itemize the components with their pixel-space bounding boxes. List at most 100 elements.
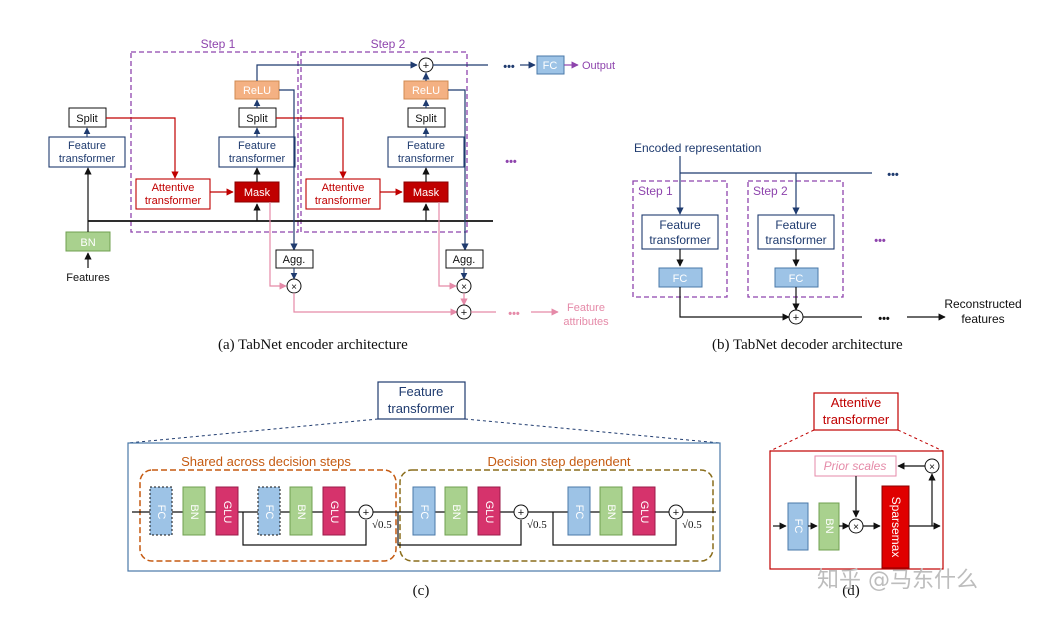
agg1-label: Agg. (283, 254, 306, 266)
at-fc-label: FC (792, 519, 804, 534)
ft-sum-sign-0: + (363, 507, 369, 519)
decoder-panel: Encoded representation ••• Step 1 Step 2… (632, 141, 1022, 326)
att1-line1: Attentive (152, 182, 195, 194)
bn-label: BN (80, 237, 95, 249)
mult2-sign: × (461, 282, 467, 293)
ft-sqrt-2: √0.5 (682, 519, 702, 531)
encoder-panel: Step 1 Step 2 Features BN Feature transf… (48, 37, 615, 328)
agg2-label: Agg. (453, 254, 476, 266)
ft-block-label-8: GLU (483, 501, 495, 524)
ft-block-label-10: BN (605, 504, 617, 519)
recon-line2: features (961, 312, 1004, 326)
recon-line1: Reconstructed (944, 297, 1021, 311)
dft2-line2: transformer (765, 233, 826, 247)
feature-transformer-2 (387, 136, 465, 168)
step1-label: Step 1 (201, 37, 236, 51)
ft0-line1: Feature (68, 140, 106, 152)
ft-block-fc-0 (149, 486, 173, 536)
at-zoom-right (897, 429, 944, 452)
ft-block-label-0: FC (155, 505, 167, 520)
sparsemax-label: Sparsemax (889, 497, 903, 558)
attentive-transformer-1 (135, 178, 211, 210)
arrow-mult1-sum (293, 293, 458, 316)
ft-block-bn-10 (599, 486, 623, 536)
ft1-line2: transformer (229, 153, 286, 165)
arrow-split0-att1 (106, 117, 179, 179)
at-detail-title-box (813, 392, 899, 431)
ft-block-label-5: GLU (328, 501, 340, 524)
sum-output-sign: + (423, 60, 429, 72)
mask1-label: Mask (244, 187, 271, 199)
dfc1-label: FC (673, 273, 688, 285)
dec-step1-label: Step 1 (638, 184, 673, 198)
arrow-mask2-mult2 (438, 202, 457, 290)
arrow-relu1-agg1 (279, 89, 298, 251)
fc-output-label: FC (543, 60, 558, 72)
ft-block-glu-8 (477, 486, 501, 536)
ft-block-label-4: BN (295, 504, 307, 519)
ft-block-glu-5 (322, 486, 346, 536)
attr-line1: Feature (567, 302, 605, 314)
at-title-line2: transformer (823, 412, 890, 427)
step2-label: Step 2 (371, 37, 406, 51)
ft-block-glu-11 (632, 486, 656, 536)
arrow-dfc1-sum (679, 287, 790, 321)
ft-residual-0 (242, 512, 367, 546)
at-detail-panel: Attentive transformer Prior scales FC BN… (769, 392, 944, 599)
ft-block-label-1: BN (188, 504, 200, 519)
split0-label: Split (76, 113, 97, 125)
arrow-relu2-agg2 (448, 89, 469, 251)
dependent-label: Decision step dependent (487, 454, 630, 469)
encoded-rep-label: Encoded representation (634, 141, 761, 155)
ft1-line1: Feature (238, 140, 276, 152)
at-bn-label: BN (823, 518, 835, 533)
output-dots: ••• (503, 61, 515, 73)
ft-sum-node-1 (513, 504, 529, 520)
caption-c: (c) (413, 583, 430, 599)
arrow-mask1-mult1 (269, 202, 287, 290)
attentive-transformer-2 (305, 178, 381, 210)
ft-sqrt-0: √0.5 (372, 519, 392, 531)
at-prior-mult-sign: × (929, 462, 935, 473)
feature-transformer-1 (218, 136, 296, 168)
step1-region (130, 51, 299, 233)
ft-block-label-7: BN (450, 504, 462, 519)
ft0-line2: transformer (59, 153, 116, 165)
ft-block-glu-2 (215, 486, 239, 536)
relu1-label: ReLU (243, 85, 271, 97)
ft-sqrt-1: √0.5 (527, 519, 547, 531)
ft-block-fc-6 (412, 486, 436, 536)
ft-residual-2 (552, 512, 677, 546)
ft-block-fc-9 (567, 486, 591, 536)
sparsemax-block (881, 485, 910, 569)
mult1-sign: × (291, 282, 297, 293)
step2-region (300, 51, 468, 233)
feature-transformer-0 (48, 136, 126, 168)
ft-sum-sign-1: + (518, 507, 524, 519)
caption-b: (b) TabNet decoder architecture (712, 337, 903, 353)
arrow-relu1-sum (256, 61, 418, 81)
ft-block-label-2: GLU (221, 501, 233, 524)
relu2-label: ReLU (412, 85, 440, 97)
ft-sum-node-2 (668, 504, 684, 520)
shared-region (139, 469, 397, 562)
ft-block-bn-4 (289, 486, 313, 536)
more-steps-dots: ••• (505, 156, 517, 168)
att2-line1: Attentive (322, 182, 365, 194)
ft-block-label-9: FC (573, 505, 585, 520)
mask2-label: Mask (413, 187, 440, 199)
split1-label: Split (246, 113, 267, 125)
sum-attr-sign: + (461, 307, 467, 319)
dec-sum-sign: + (793, 312, 799, 324)
dec-feature-transformer-1 (641, 214, 719, 250)
features-label: Features (66, 272, 110, 284)
at-zoom-left (769, 429, 815, 452)
zoom-line-right (464, 418, 721, 444)
ft-block-bn-7 (444, 486, 468, 536)
attr-dots: ••• (508, 308, 520, 320)
split2-label: Split (415, 113, 436, 125)
dependent-region (399, 469, 714, 562)
ft-block-label-6: FC (418, 505, 430, 520)
